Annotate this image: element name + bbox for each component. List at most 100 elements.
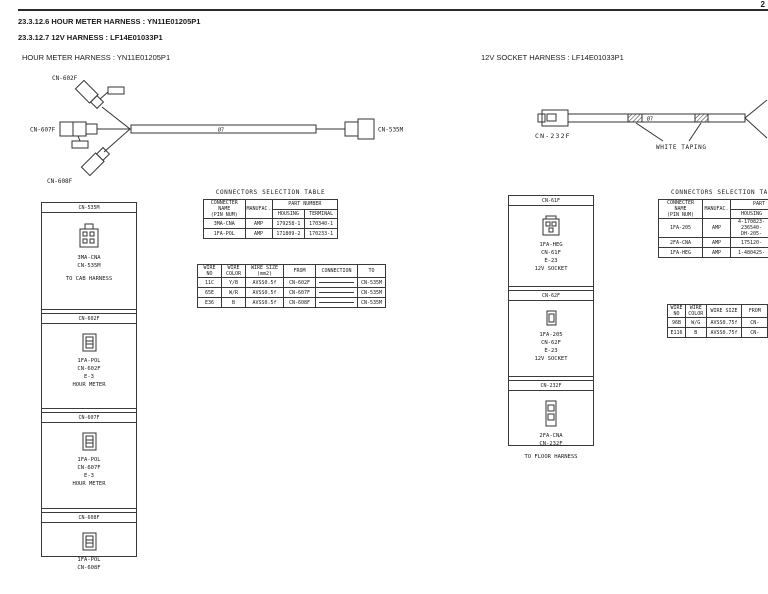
cell-name: 1FA-205 bbox=[659, 219, 703, 238]
connector-section-body: 1FA-205 CN-62F E-23 12V SOCKET bbox=[509, 310, 593, 377]
selection-table: CONNECTER NAME (PIN NUM) MANUFAC. PART N… bbox=[658, 199, 768, 258]
cell-wire-size: AVSS0.75f bbox=[706, 328, 742, 338]
12v-socket-harness-drawing: CN-232F Ø7 WHITE TAPING bbox=[505, 88, 768, 160]
cell-name: 1FA-POL bbox=[204, 229, 246, 239]
branch-wire bbox=[104, 129, 130, 152]
cell-manufac: AMP bbox=[703, 219, 731, 238]
wire-table: WIRE NO WIRE COLOR WIRE SIZE (mm2) FROM … bbox=[197, 264, 386, 308]
col-header-manufac: MANUFAC. bbox=[703, 200, 731, 219]
connector-section-header: CN-61F bbox=[509, 196, 593, 206]
cn-608f-connector bbox=[81, 147, 110, 176]
cell-wire-no: 96B bbox=[668, 318, 686, 328]
cell-housing: 1-480425- bbox=[731, 248, 768, 258]
hour-meter-harness-drawing: CN-602F CN-607F CN-608F CN-535M Ø7 bbox=[28, 68, 418, 198]
table-row: 1FA-POL AMP 171809-2 170233-1 bbox=[204, 229, 338, 239]
section-heading-hour-meter: 23.3.12.6 HOUR METER HARNESS : YN11E0120… bbox=[18, 17, 200, 26]
branch-wire bbox=[745, 100, 767, 118]
connector-section-header: CN-608F bbox=[42, 512, 136, 523]
left-connectors-selection-table: CONNECTORS SELECTION TABLE CONNECTER NAM… bbox=[203, 189, 338, 239]
list-line: CN-607F bbox=[42, 464, 136, 472]
12v-connector-list: CN-61F 1FA-HEG CN-61F E-23 12V SOCKET CN… bbox=[508, 195, 594, 446]
list-line: CN-232F bbox=[509, 440, 593, 448]
table-row: 3MA-CNA AMP 179258-1 170340-1 bbox=[204, 219, 338, 229]
cell-housing: 171809-2 bbox=[272, 229, 305, 239]
list-line: 1FA-205 bbox=[509, 331, 593, 339]
cell-housing: 179258-1 bbox=[272, 219, 305, 229]
harness-trunk bbox=[568, 114, 745, 122]
cn-608f-label: CN-608F bbox=[47, 178, 73, 185]
trunk-diameter-mark: Ø7 bbox=[647, 116, 653, 123]
cell-from: CN- bbox=[742, 328, 768, 338]
connector-section-body: 1FA-POL CN-602F E-3 HOUR METER bbox=[42, 333, 136, 409]
connector-icon bbox=[546, 310, 557, 326]
col-header-manufac: MANUFAC. bbox=[245, 200, 272, 219]
connector-section-header: CN-62F bbox=[509, 290, 593, 301]
hour-meter-harness-title: HOUR METER HARNESS : YN11E01205P1 bbox=[22, 53, 170, 62]
cell-wire-size: AVSS0.5f bbox=[246, 278, 284, 288]
tag-leader bbox=[100, 92, 108, 99]
list-line: CN-602F bbox=[42, 365, 136, 373]
connector-section-header: CN-535M bbox=[42, 203, 136, 213]
cn-232f-connector bbox=[542, 110, 568, 126]
manual-page: { "page_number": "2", "header": { "line1… bbox=[0, 0, 768, 552]
list-line: TO CAB HARNESS bbox=[42, 275, 136, 283]
branch-wire bbox=[102, 107, 130, 129]
selection-table: CONNECTER NAME (PIN NUM) MANUFAC. PART N… bbox=[203, 199, 338, 239]
cell-connection bbox=[316, 288, 358, 298]
list-line: CN-62F bbox=[509, 339, 593, 347]
page-number: 2 bbox=[761, 0, 765, 9]
cell-manufac: AMP bbox=[703, 238, 731, 248]
cell-to: CN-535M bbox=[358, 288, 386, 298]
cn-232f-cavity bbox=[547, 114, 556, 121]
connector-icon bbox=[82, 532, 97, 551]
cell-terminal: 170233-1 bbox=[305, 229, 338, 239]
cn-232f-label: CN-232F bbox=[535, 132, 571, 140]
white-taping-band bbox=[628, 114, 642, 122]
list-line: TO FLOOR HARNESS bbox=[509, 453, 593, 461]
table-title: CONNECTORS SELECTION TABLE bbox=[658, 189, 768, 196]
col-header-wire-size: WIRE SIZE bbox=[706, 305, 742, 318]
table-row: 1FA-205 AMP 4-170823- 236540- DH-205- bbox=[659, 219, 768, 238]
cell-housing: 175120- bbox=[731, 238, 768, 248]
cell-connection bbox=[316, 278, 358, 288]
col-header-part-number: PART NUMBER bbox=[731, 200, 768, 210]
connector-section-header: CN-602F bbox=[42, 313, 136, 324]
connector-section-header: CN-607F bbox=[42, 412, 136, 423]
col-header-connection: CONNECTION bbox=[316, 265, 358, 278]
col-header-from: FROM bbox=[284, 265, 316, 278]
cell-terminal: 170340-1 bbox=[305, 219, 338, 229]
connector-icon bbox=[82, 432, 97, 451]
connector-section: CN-535M 3MA-CNA CN-535M TO CAB HARNESS bbox=[42, 203, 136, 310]
connector-section: CN-62F 1FA-205 CN-62F E-23 12V SOCKET bbox=[509, 290, 593, 377]
connector-section: CN-232F 2FA-CNA CN-232F TO FLOOR HARNESS bbox=[509, 380, 593, 478]
right-connectors-selection-table: CONNECTORS SELECTION TABLE CONNECTER NAM… bbox=[658, 189, 768, 258]
wire-row: 65E W/R AVSS0.5f CN-607F CN-535M bbox=[198, 288, 386, 298]
cell-housing: 4-170823- 236540- DH-205- bbox=[731, 219, 768, 238]
col-header-name: CONNECTER NAME (PIN NUM) bbox=[204, 200, 246, 219]
12v-socket-harness-title: 12V SOCKET HARNESS : LF14E01033P1 bbox=[481, 53, 624, 62]
connector-section-body: 1FA-POL CN-608F bbox=[42, 532, 136, 594]
connection-line bbox=[319, 292, 354, 293]
wire-row: 11C Y/B AVSS0.5f CN-602F CN-535M bbox=[198, 278, 386, 288]
wire-row: E116 B AVSS0.75f CN- bbox=[668, 328, 768, 338]
list-line: E-3 bbox=[42, 373, 136, 381]
cell-manufac: AMP bbox=[245, 229, 272, 239]
col-header-terminal: TERMINAL bbox=[305, 209, 338, 219]
cell-wire-color: W/R bbox=[222, 288, 246, 298]
connector-section-body: 2FA-CNA CN-232F TO FLOOR HARNESS bbox=[509, 400, 593, 478]
cell-to: CN-535M bbox=[358, 298, 386, 308]
cell-name: 3MA-CNA bbox=[204, 219, 246, 229]
col-header-wire-no: WIRE NO bbox=[198, 265, 222, 278]
col-header-housing: HOUSING bbox=[272, 209, 305, 219]
cn-607f-plug bbox=[86, 124, 97, 134]
white-taping-band bbox=[695, 114, 708, 122]
cell-wire-color: B bbox=[222, 298, 246, 308]
cell-wire-no: 11C bbox=[198, 278, 222, 288]
cell-wire-no: 65E bbox=[198, 288, 222, 298]
tag-leader bbox=[78, 136, 80, 141]
wire-row: E36 B AVSS0.5f CN-608F CN-535M bbox=[198, 298, 386, 308]
connector-section: CN-602F 1FA-POL CN-602F E-3 HOUR METER bbox=[42, 313, 136, 409]
list-line: 1FA-POL bbox=[42, 357, 136, 365]
connector-section-header: CN-232F bbox=[509, 380, 593, 391]
wire-table: WIRE NO WIRE COLOR WIRE SIZE FROM 96B W/… bbox=[667, 304, 768, 338]
